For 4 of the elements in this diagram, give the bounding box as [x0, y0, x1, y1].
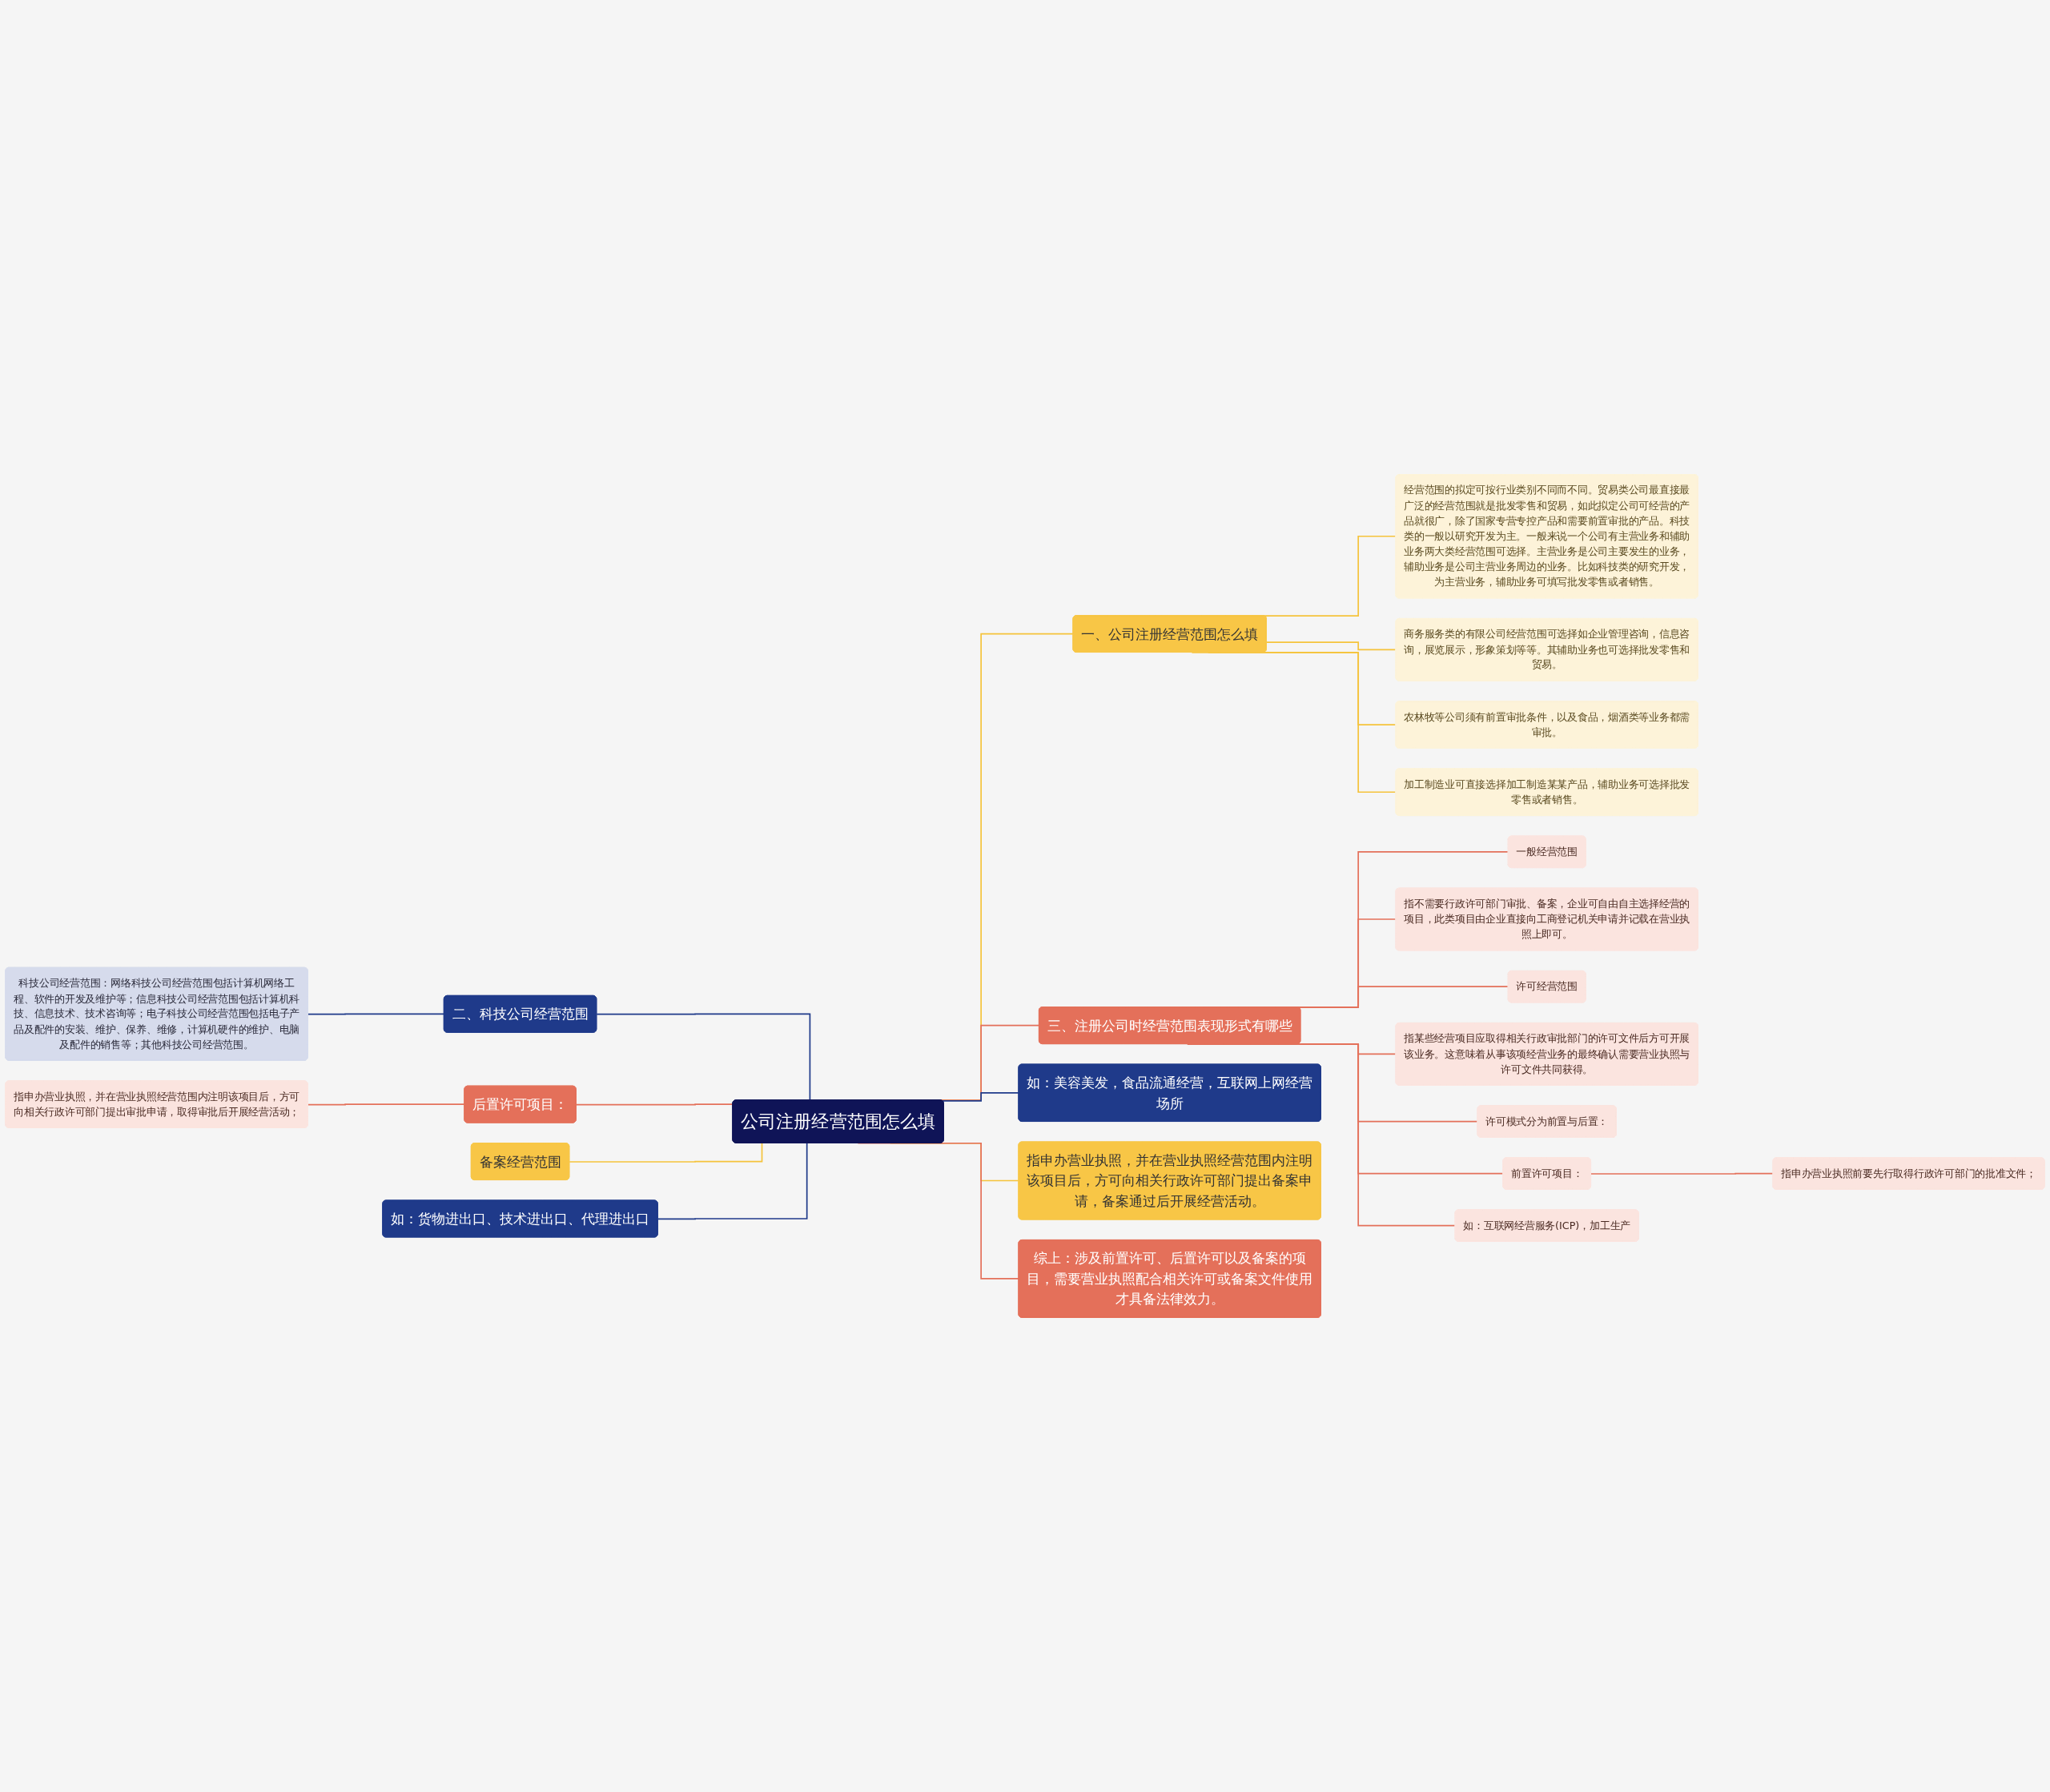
connector	[596, 1013, 811, 1101]
connector	[569, 1142, 763, 1163]
connector	[307, 1013, 445, 1015]
connector	[657, 1142, 808, 1220]
